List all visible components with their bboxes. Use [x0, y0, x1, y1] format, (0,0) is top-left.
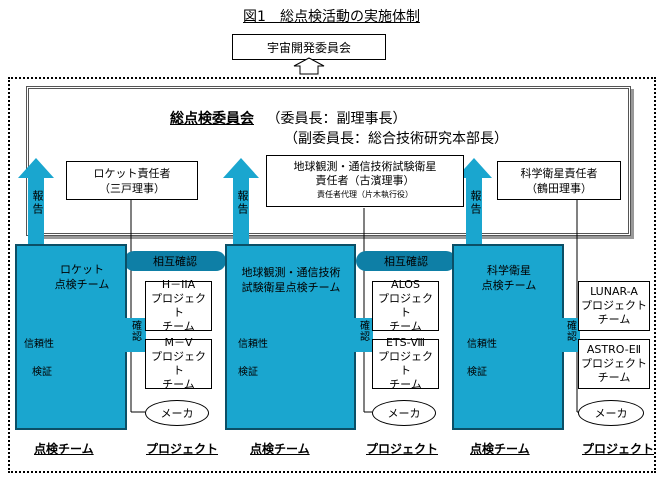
rocket-team-name: ロケット 点検チーム: [42, 262, 122, 292]
project-box-lunar-a: LUNAR-A プロジェクト チーム: [578, 281, 650, 331]
project-astro-e2-line3: チーム: [597, 371, 631, 384]
project-astro-e2-name: ASTRO-EⅡ: [586, 343, 642, 356]
confirm-connector-2: [353, 318, 373, 352]
confirm-label-3: 確認: [564, 320, 576, 342]
earth-observation-responsible-deputy: 責任者代理（片木執行役）: [317, 190, 413, 199]
rocket-team-name-line2: 点検チーム: [54, 278, 110, 291]
project-alos-line2: プロジェクト: [378, 292, 433, 319]
science-satellite-responsible-name: （鶴田理事）: [526, 181, 592, 195]
mutual-confirm-bar-1: 相互確認: [124, 251, 226, 271]
maker-ellipse-3: メーカ: [578, 400, 644, 426]
project-astro-e2-line2: プロジェクト: [581, 357, 647, 370]
project-lunar-a-line3: チーム: [597, 313, 631, 326]
rocket-responsible-title: ロケット責任者: [93, 166, 171, 180]
confirm-label-2: 確認: [357, 320, 369, 342]
report-label-1: 報告: [31, 190, 44, 216]
bottom-label-project-2: プロジェクト: [366, 442, 439, 456]
project-ets8-line2: プロジェクト: [378, 350, 433, 377]
maker-ellipse-1: メーカ: [145, 400, 209, 426]
project-box-astro-e2: ASTRO-EⅡ プロジェクト チーム: [578, 339, 650, 389]
project-mv-line2: プロジェクト: [151, 350, 206, 377]
project-lunar-a-line2: プロジェクト: [581, 299, 647, 312]
mutual-confirm-label-1: 相互確認: [153, 255, 197, 268]
rocket-team-block: [15, 244, 127, 430]
science-satellite-team-name: 科学衛星 点検チーム: [464, 263, 554, 293]
report-arrow-3: [456, 158, 492, 246]
project-h2a-line3: チーム: [162, 320, 195, 333]
project-box-mv: M－V プロジェクト チーム: [145, 336, 212, 391]
space-activities-commission-label: 宇宙開発委員会: [266, 40, 351, 55]
project-box-ets8: ETS-Ⅷ プロジェクト チーム: [372, 336, 439, 391]
rocket-team-name-line1: ロケット: [60, 263, 104, 276]
project-alos-name: ALOS: [391, 278, 420, 291]
project-box-alos: ALOS プロジェクト チーム: [372, 278, 439, 333]
mutual-confirm-label-2: 相互確認: [384, 255, 428, 268]
project-lunar-a-name: LUNAR-A: [590, 285, 638, 298]
project-box-h2a: H－IIA プロジェクト チーム: [145, 278, 212, 333]
confirm-label-1: 確認: [129, 320, 141, 342]
maker-ellipse-2: メーカ: [372, 400, 436, 426]
science-satellite-team-name-line2: 点検チーム: [481, 279, 537, 292]
science-satellite-team-verification: 検証: [467, 367, 487, 378]
figure-title: 図1 総点検活動の実施体制: [243, 9, 420, 25]
committee-chair: （委員長：副理事長）: [266, 111, 407, 127]
science-satellite-team-reliability: 信頼性: [467, 339, 497, 350]
report-label-3: 報告: [469, 190, 482, 216]
science-satellite-team-name-line1: 科学衛星: [487, 264, 531, 277]
overall-frame: [8, 77, 656, 473]
earth-observation-team-reliability: 信頼性: [238, 339, 268, 350]
bottom-label-team-3: 点検チーム: [470, 442, 530, 456]
earth-observation-team-name: 地球観測・通信技術 試験衛星点検チーム: [229, 265, 353, 295]
project-h2a-name: H－IIA: [161, 278, 196, 291]
rocket-responsible-box: ロケット責任者 （三戸理事）: [66, 161, 198, 200]
confirm-connector-3: [560, 318, 580, 352]
earth-observation-team-name-line2: 試験衛星点検チーム: [241, 281, 341, 294]
report-arrow-2: [223, 158, 259, 246]
project-h2a-line2: プロジェクト: [151, 292, 206, 319]
mutual-confirm-bar-2: 相互確認: [356, 251, 456, 271]
project-mv-name: M－V: [164, 336, 193, 349]
project-ets8-line3: チーム: [389, 378, 422, 391]
earth-observation-responsible-title: 地球観測・通信技術試験衛星: [293, 160, 437, 173]
committee-vice: （副委員長：総合技術研究本部長）: [284, 128, 574, 148]
bottom-label-project-3: プロジェクト: [582, 442, 655, 456]
report-arrow-1: [18, 158, 54, 246]
rocket-responsible-name: （三戸理事）: [99, 181, 165, 195]
project-mv-line3: チーム: [162, 378, 195, 391]
rocket-team-reliability: 信頼性: [24, 339, 54, 350]
arrow-to-commission: [293, 57, 325, 75]
earth-observation-responsible-name: 責任者（古濱理事）: [315, 174, 415, 187]
earth-observation-responsible-box: 地球観測・通信技術試験衛星 責任者（古濱理事） 責任者代理（片木執行役）: [266, 155, 464, 207]
confirm-connector-1: [124, 318, 146, 352]
science-satellite-responsible-title: 科学衛星責任者: [520, 166, 598, 180]
bottom-label-team-1: 点検チーム: [34, 442, 94, 456]
earth-observation-team-verification: 検証: [238, 367, 258, 378]
science-satellite-responsible-box: 科学衛星責任者 （鶴田理事）: [497, 161, 621, 200]
report-label-2: 報告: [236, 190, 249, 216]
project-ets8-name: ETS-Ⅷ: [385, 336, 426, 349]
science-satellite-team-block: [452, 244, 564, 430]
earth-observation-team-name-line1: 地球観測・通信技術: [241, 266, 341, 279]
bottom-label-team-2: 点検チーム: [250, 442, 310, 456]
committee-heading: 総点検委員会 （委員長：副理事長）: [170, 108, 470, 128]
bottom-label-project-1: プロジェクト: [146, 442, 219, 456]
project-alos-line3: チーム: [389, 320, 422, 333]
committee-vice-chair: （副委員長：総合技術研究本部長）: [284, 131, 508, 147]
committee-name: 総点検委員会: [170, 111, 254, 127]
rocket-team-verification: 検証: [32, 367, 52, 378]
